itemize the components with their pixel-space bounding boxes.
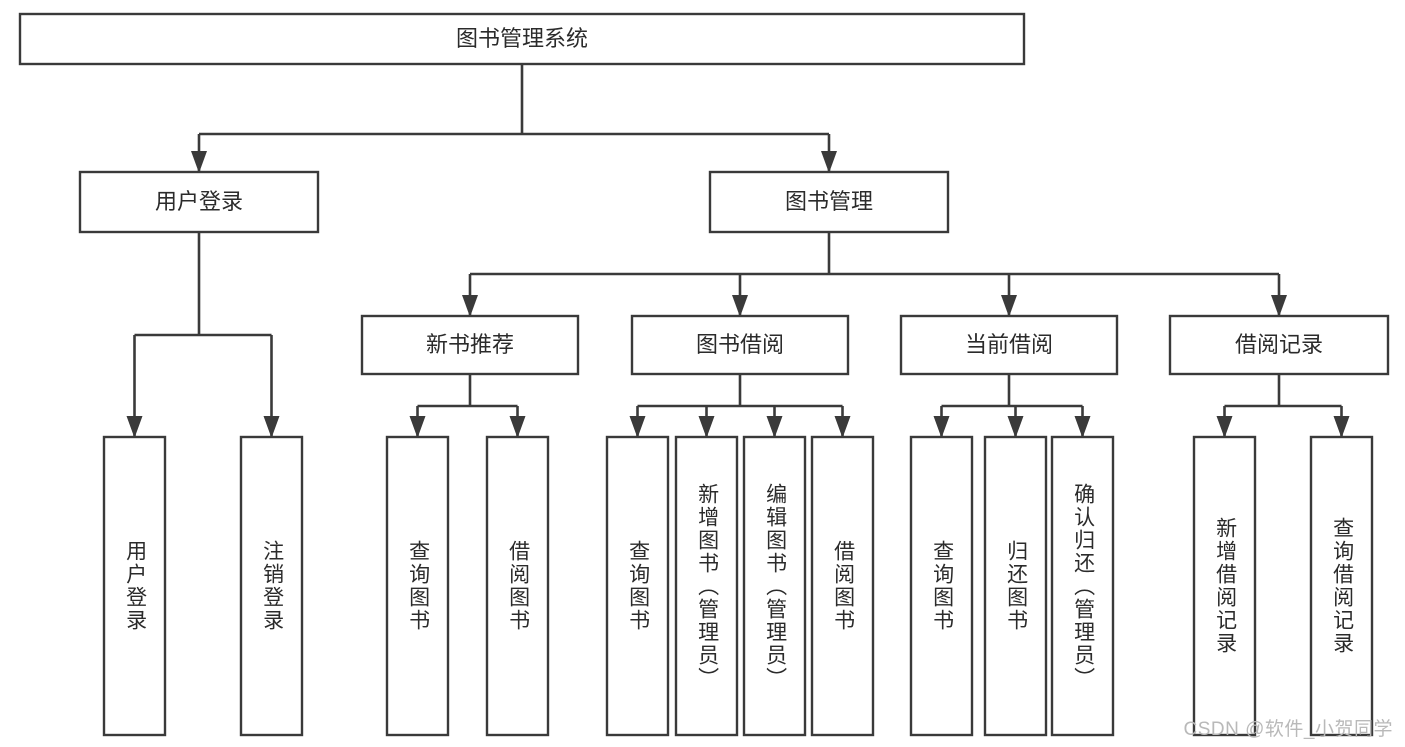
node-book-manage[interactable] xyxy=(708,170,950,234)
arrow-head-icon xyxy=(409,416,426,438)
node-borrow-record-label: 借阅记录 xyxy=(1235,332,1323,357)
arrow-head-icon xyxy=(1216,416,1233,438)
node-root[interactable] xyxy=(18,12,1026,66)
node-current-borrow[interactable] xyxy=(899,314,1119,376)
node-leaf-user-login[interactable] xyxy=(102,435,167,737)
arrow-head-icon xyxy=(1271,295,1287,317)
node-layer xyxy=(18,12,1390,737)
node-leaf-query-book-3[interactable] xyxy=(909,435,974,737)
node-borrow-record[interactable] xyxy=(1168,314,1390,376)
arrow-head-icon xyxy=(834,416,851,438)
arrow-head-icon xyxy=(629,416,646,438)
node-book-manage-label: 图书管理 xyxy=(785,189,873,214)
arrow-head-icon xyxy=(263,416,280,438)
node-leaf-borrow-book-1[interactable] xyxy=(485,435,550,737)
arrow-head-icon xyxy=(1333,416,1350,438)
arrow-head-icon xyxy=(933,416,950,438)
node-leaf-edit-book[interactable] xyxy=(742,435,807,737)
node-user-login[interactable] xyxy=(78,170,320,234)
node-leaf-confirm-return[interactable] xyxy=(1050,435,1115,737)
node-leaf-query-record[interactable] xyxy=(1309,435,1374,737)
node-book-borrow-label: 图书借阅 xyxy=(696,332,784,357)
arrow-head-icon xyxy=(1007,416,1024,438)
arrow-head-icon xyxy=(766,416,783,438)
arrow-head-icon xyxy=(126,416,143,438)
arrow-head-icon xyxy=(732,295,748,317)
node-user-login-label: 用户登录 xyxy=(155,189,243,214)
node-leaf-user-logout[interactable] xyxy=(239,435,304,737)
node-leaf-add-book[interactable] xyxy=(674,435,739,737)
node-leaf-borrow-book-2[interactable] xyxy=(810,435,875,737)
node-new-book-rec-label: 新书推荐 xyxy=(426,332,514,357)
arrow-head-icon xyxy=(1074,416,1091,438)
watermark-text: CSDN @软件_小贺同学 xyxy=(1183,719,1393,740)
node-leaf-query-book-2[interactable] xyxy=(605,435,670,737)
arrow-head-icon xyxy=(462,295,478,317)
node-new-book-rec[interactable] xyxy=(360,314,580,376)
arrow-head-icon xyxy=(191,151,207,173)
node-leaf-return-book[interactable] xyxy=(983,435,1048,737)
connector-layer xyxy=(126,64,1350,438)
node-leaf-add-record[interactable] xyxy=(1192,435,1257,737)
node-leaf-query-book-1[interactable] xyxy=(385,435,450,737)
node-book-borrow[interactable] xyxy=(630,314,850,376)
arrow-head-icon xyxy=(698,416,715,438)
node-root-label: 图书管理系统 xyxy=(456,26,588,51)
node-current-borrow-label: 当前借阅 xyxy=(965,332,1053,357)
arrow-head-icon xyxy=(509,416,526,438)
arrow-head-icon xyxy=(821,151,837,173)
arrow-head-icon xyxy=(1001,295,1017,317)
